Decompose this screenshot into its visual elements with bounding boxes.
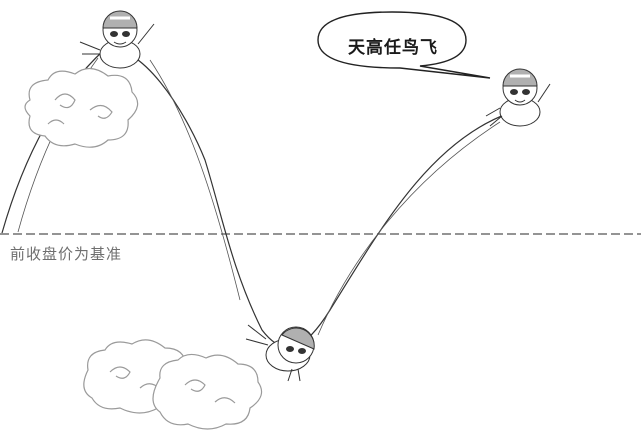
bird-icon xyxy=(245,324,315,382)
cloud-icon xyxy=(24,67,139,148)
speech-bubble-text: 天高任鸟飞 xyxy=(348,38,438,58)
baseline-label: 前收盘价为基准 xyxy=(10,245,123,263)
bird-icon xyxy=(79,10,155,69)
cloud-icon xyxy=(152,353,263,430)
bird-icon xyxy=(485,68,551,127)
speech-bubble-icon xyxy=(317,11,491,79)
